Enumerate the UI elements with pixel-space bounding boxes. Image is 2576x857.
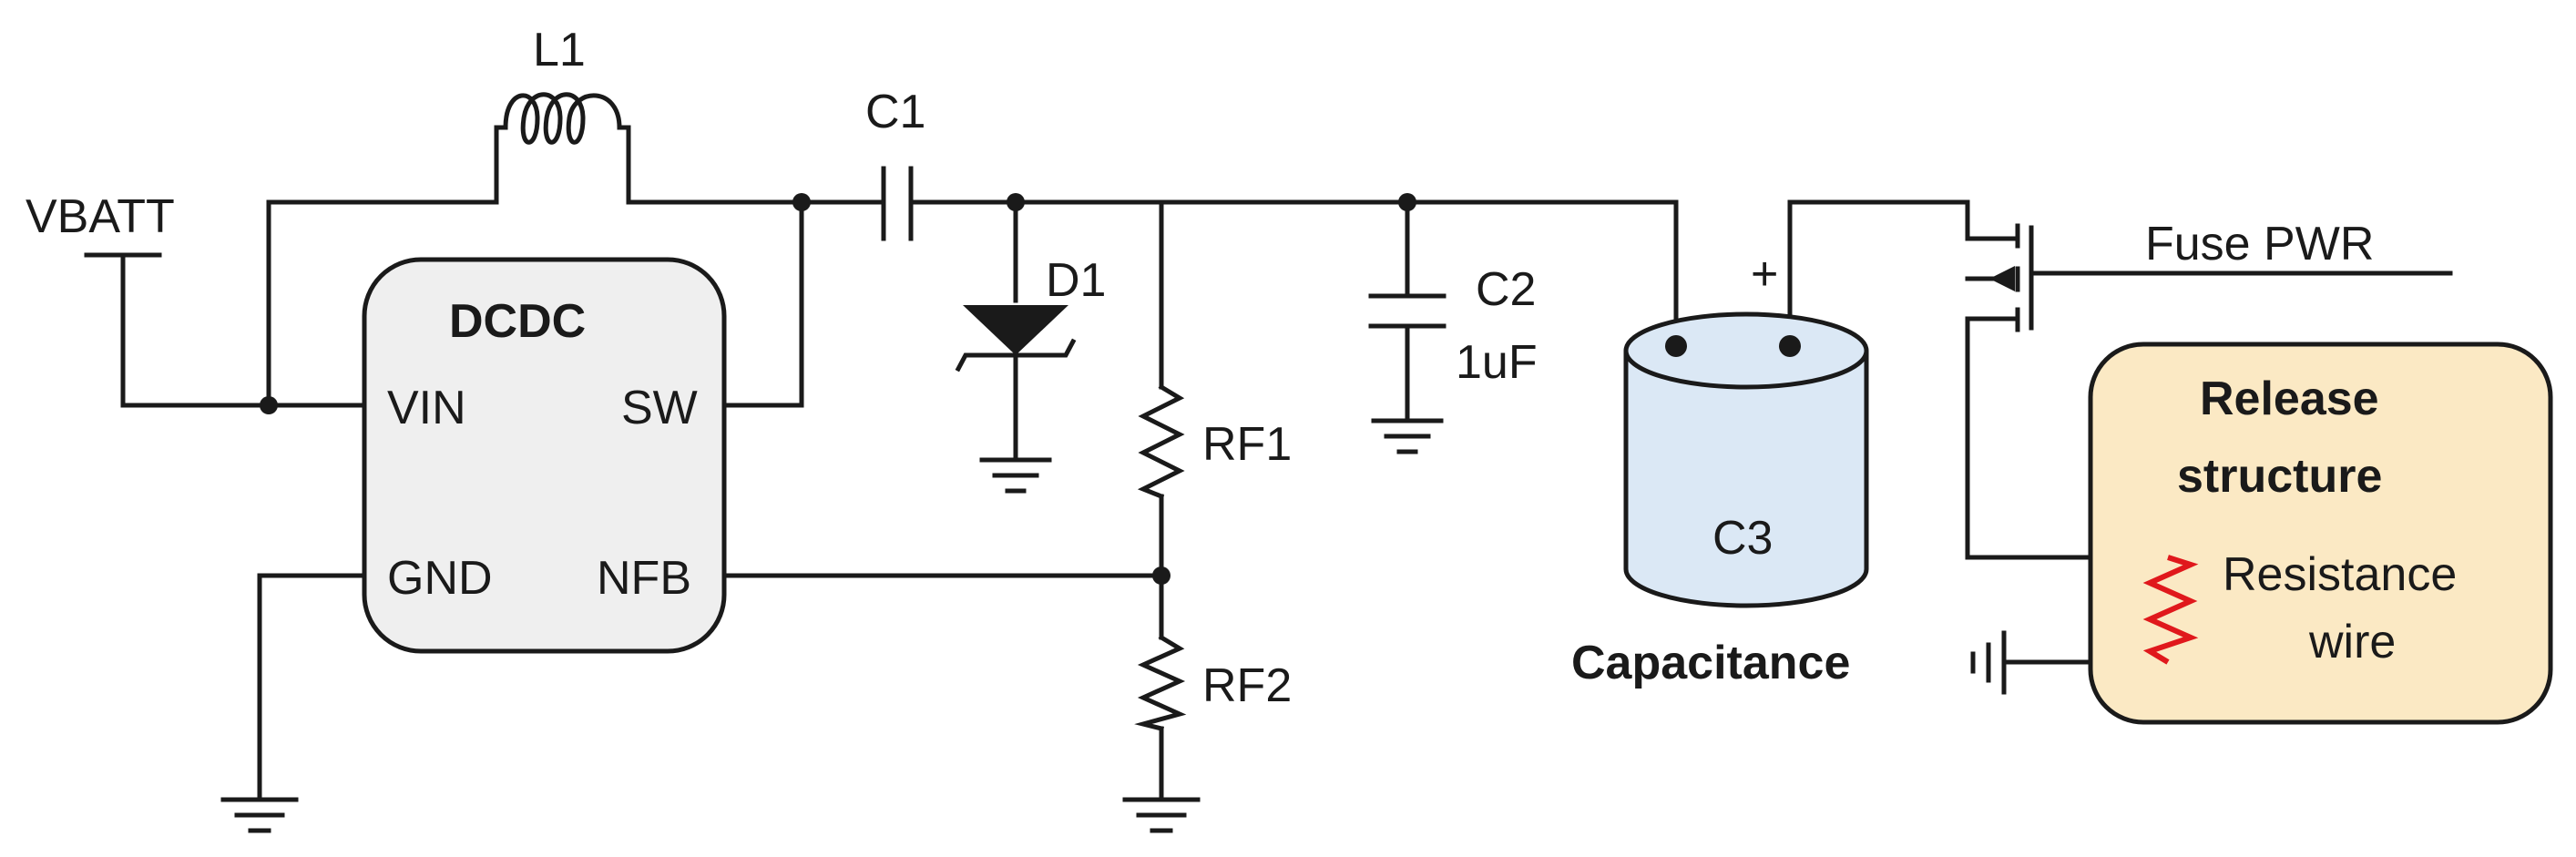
pin-sw-label: SW bbox=[621, 382, 698, 434]
capacitance-label: Capacitance bbox=[1571, 637, 1850, 689]
junction-dot bbox=[1398, 193, 1416, 211]
dcdc-ic: DCDC VIN SW GND NFB bbox=[362, 257, 727, 654]
release-structure: Release structure Resistance wire bbox=[2088, 342, 2553, 725]
c3-label: C3 bbox=[1712, 512, 1773, 565]
resistance-wire-label-line2: wire bbox=[2308, 616, 2396, 668]
c2-label: C2 bbox=[1476, 263, 1536, 316]
dcdc-title: DCDC bbox=[449, 295, 586, 348]
inductor-l1: L1 bbox=[494, 24, 631, 205]
rf2-label: RF2 bbox=[1202, 659, 1292, 712]
c1-label: C1 bbox=[865, 86, 925, 138]
diode-d1: D1 bbox=[955, 254, 1106, 372]
l1-label: L1 bbox=[533, 24, 586, 77]
ground-symbol bbox=[220, 797, 299, 833]
mosfet: Fuse PWR bbox=[1965, 218, 2374, 332]
pin-nfb-label: NFB bbox=[597, 552, 691, 605]
junction-dot bbox=[1007, 193, 1025, 211]
ground-symbol bbox=[1970, 630, 2007, 695]
plus-label: + bbox=[1751, 248, 1778, 301]
resistor-rf1: RF1 bbox=[1137, 383, 1292, 500]
wires bbox=[120, 199, 2453, 800]
resistance-wire-label-line1: Resistance bbox=[2223, 548, 2457, 601]
ground-symbol bbox=[1122, 797, 1201, 833]
ground-symbol bbox=[979, 457, 1052, 494]
release-title-line2: structure bbox=[2177, 450, 2382, 503]
resistor-rf2: RF2 bbox=[1134, 634, 1292, 732]
rf1-label: RF1 bbox=[1202, 418, 1292, 471]
fuse-pwr-label: Fuse PWR bbox=[2145, 218, 2374, 270]
junction-dot bbox=[260, 396, 278, 414]
junctions bbox=[260, 193, 1416, 585]
capacitor-c1: C1 bbox=[865, 86, 925, 241]
pin-vin-label: VIN bbox=[387, 382, 466, 434]
vbatt-label: VBATT bbox=[26, 190, 175, 243]
capacitor-c2: C2 1uF bbox=[1368, 263, 1538, 389]
c2-value-label: 1uF bbox=[1456, 336, 1538, 389]
d1-label: D1 bbox=[1046, 254, 1106, 307]
capacitor-c3: C3 Capacitance + bbox=[1571, 248, 1869, 689]
pin-gnd-label: GND bbox=[387, 552, 493, 605]
vbatt-terminal: VBATT bbox=[26, 190, 175, 258]
junction-dot bbox=[792, 193, 811, 211]
resistance-wire-zigzag bbox=[2142, 555, 2199, 665]
release-title-line1: Release bbox=[2200, 372, 2379, 425]
junction-dot bbox=[1152, 566, 1170, 585]
ground-symbol bbox=[1371, 418, 1444, 454]
